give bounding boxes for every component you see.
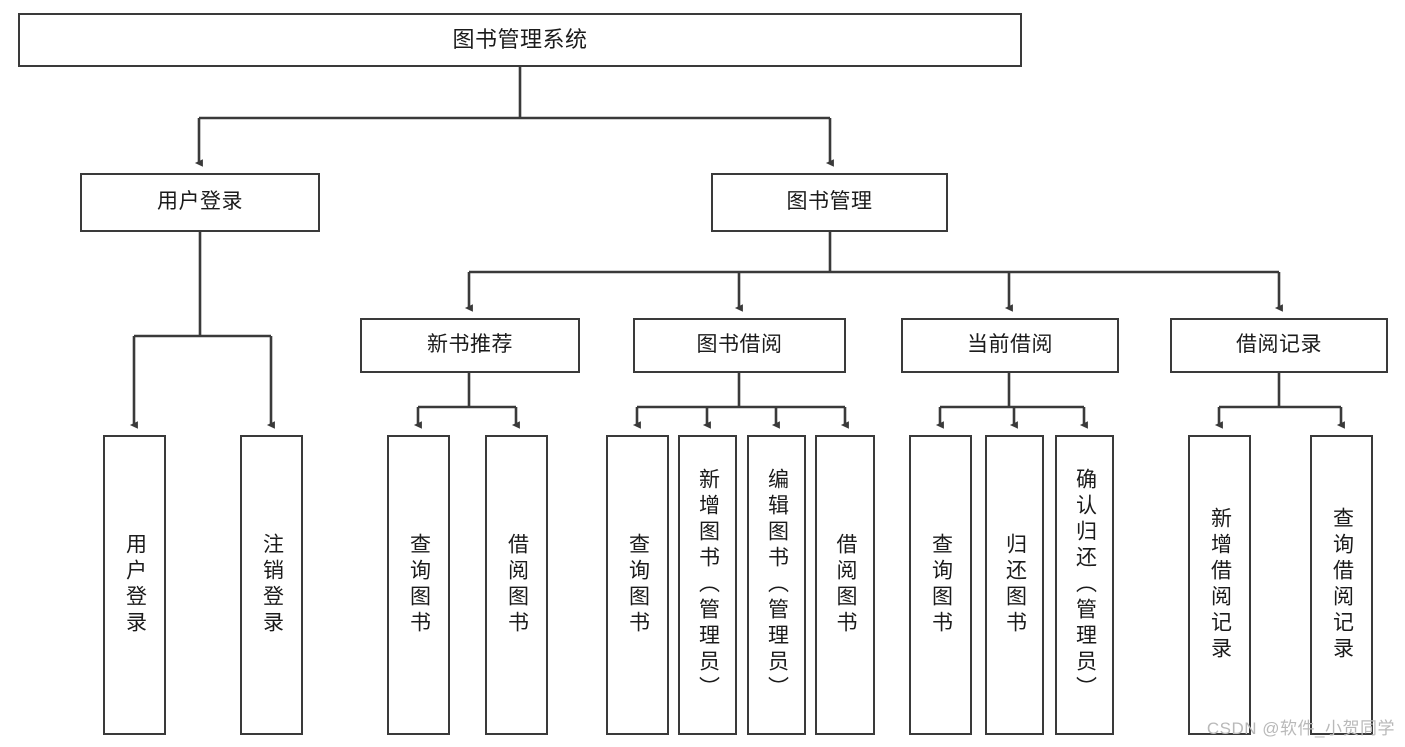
leaf-node-4[interactable]: 借阅图书 [485, 435, 548, 735]
node-label: 图书管理 [786, 190, 873, 214]
node-label: 确认归还（管理员） [1073, 468, 1097, 702]
leaf-node-7[interactable]: 编辑图书（管理员） [747, 435, 806, 735]
node-label: 借阅记录 [1236, 333, 1322, 357]
node-label: 图书借阅 [696, 333, 783, 357]
leaf-node-10[interactable]: 归还图书 [985, 435, 1044, 735]
node-label: 用户登录 [123, 533, 147, 637]
leaf-node-1[interactable]: 用户登录 [103, 435, 166, 735]
node-label: 注销登录 [260, 533, 284, 637]
level2-node-1[interactable]: 用户登录 [80, 173, 320, 232]
leaf-node-12[interactable]: 新增借阅记录 [1188, 435, 1251, 735]
level3-node-1[interactable]: 新书推荐 [360, 318, 580, 373]
leaf-node-9[interactable]: 查询图书 [909, 435, 972, 735]
node-label: 查询图书 [407, 533, 431, 637]
node-label: 当前借阅 [967, 333, 1053, 357]
node-label: 用户登录 [157, 190, 243, 214]
node-label: 查询图书 [929, 533, 953, 637]
node-label: 编辑图书（管理员） [765, 468, 789, 702]
leaf-node-11[interactable]: 确认归还（管理员） [1055, 435, 1114, 735]
node-label: 新增图书（管理员） [696, 468, 720, 702]
level3-node-2[interactable]: 图书借阅 [633, 318, 846, 373]
leaf-node-8[interactable]: 借阅图书 [815, 435, 875, 735]
node-label: 归还图书 [1003, 533, 1027, 637]
level3-node-3[interactable]: 当前借阅 [901, 318, 1119, 373]
level2-node-2[interactable]: 图书管理 [711, 173, 948, 232]
leaf-node-13[interactable]: 查询借阅记录 [1310, 435, 1373, 735]
node-label: 新书推荐 [427, 333, 513, 357]
leaf-node-2[interactable]: 注销登录 [240, 435, 303, 735]
node-label: 查询图书 [626, 533, 650, 637]
node-label: 新增借阅记录 [1208, 507, 1232, 663]
node-label: 借阅图书 [834, 533, 858, 637]
level3-node-4[interactable]: 借阅记录 [1170, 318, 1388, 373]
leaf-node-5[interactable]: 查询图书 [606, 435, 669, 735]
leaf-node-3[interactable]: 查询图书 [387, 435, 450, 735]
node-label: 图书管理系统 [452, 26, 588, 52]
watermark-text: CSDN @软件_小贺同学 [1206, 719, 1395, 738]
node-label: 查询借阅记录 [1330, 507, 1354, 663]
leaf-node-6[interactable]: 新增图书（管理员） [678, 435, 737, 735]
root-node[interactable]: 图书管理系统 [18, 13, 1022, 67]
node-label: 借阅图书 [505, 533, 529, 637]
